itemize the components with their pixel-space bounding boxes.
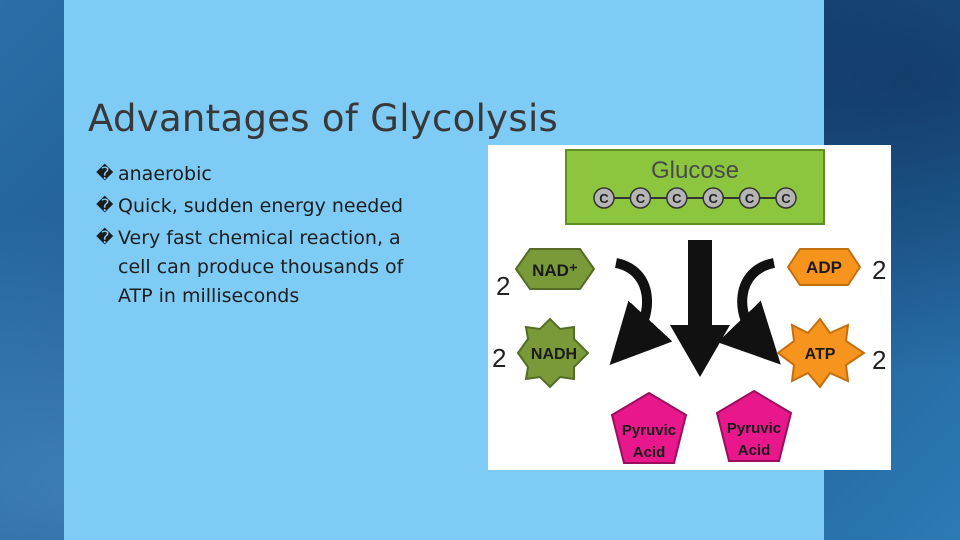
atp-star-shape: [776, 317, 866, 389]
slide-title: Advantages of Glycolysis: [88, 97, 559, 140]
down-arrow-icon: [670, 240, 730, 377]
bullet-item: �Very fast chemical reaction, a cell can…: [96, 224, 426, 311]
atp-label: ATP: [805, 346, 836, 363]
carbon-atom: [666, 187, 688, 209]
nadh-shape: [516, 317, 590, 389]
acid-label: Acid: [738, 442, 771, 459]
carbon-atom: [738, 187, 761, 209]
coef-nad: 2: [496, 271, 510, 301]
nadh-label: NADH: [531, 346, 577, 363]
bullet-item: �Quick, sudden energy needed: [96, 192, 426, 221]
pyruvic-acid-shape: [610, 391, 688, 464]
carbon-atom: [775, 187, 797, 209]
pyruvic-label: Pyruvic: [622, 422, 676, 439]
bullet-list: �anaerobic �Quick, sudden energy needed …: [96, 160, 426, 314]
carbon-label: C: [745, 191, 755, 206]
carbon-atom: [629, 187, 652, 209]
bullet-text: Very fast chemical reaction, a cell can …: [118, 227, 404, 307]
pyruvic-acid-shape: [715, 389, 793, 462]
carbon-label: C: [599, 191, 609, 206]
coef-adp: 2: [872, 255, 886, 285]
carbon-label: C: [709, 191, 719, 206]
acid-label: Acid: [633, 444, 666, 461]
carbon-label: C: [781, 191, 791, 206]
coef-nadh: 2: [492, 343, 506, 373]
pyruvic-label: Pyruvic: [727, 420, 781, 437]
glycolysis-diagram: Glucose C C C C C C NAD⁺ 2 NADH 2 ADP 2 ATP 2…: [488, 145, 891, 470]
carbon-atom: [593, 187, 615, 209]
nad-plus-shape: [514, 248, 596, 290]
glucose-label: Glucose: [651, 157, 739, 184]
carbon-label: C: [636, 191, 646, 206]
coef-atp: 2: [872, 345, 886, 375]
carbon-label: C: [672, 191, 682, 206]
bullet-text: Quick, sudden energy needed: [118, 195, 404, 217]
bullet-item: �anaerobic: [96, 160, 426, 189]
adp-label: ADP: [806, 258, 842, 277]
nad-plus-label: NAD⁺: [532, 261, 578, 280]
curved-arrow-right-icon: [717, 258, 781, 365]
bullet-marker: �: [96, 228, 114, 248]
adp-shape: [786, 248, 862, 286]
curved-arrow-left-icon: [609, 258, 673, 366]
bullet-marker: �: [96, 164, 114, 184]
bullet-text: anaerobic: [118, 163, 212, 185]
carbon-atom: [702, 187, 724, 209]
glucose-box: Glucose C C C C C C: [565, 149, 825, 225]
bullet-marker: �: [96, 196, 114, 216]
